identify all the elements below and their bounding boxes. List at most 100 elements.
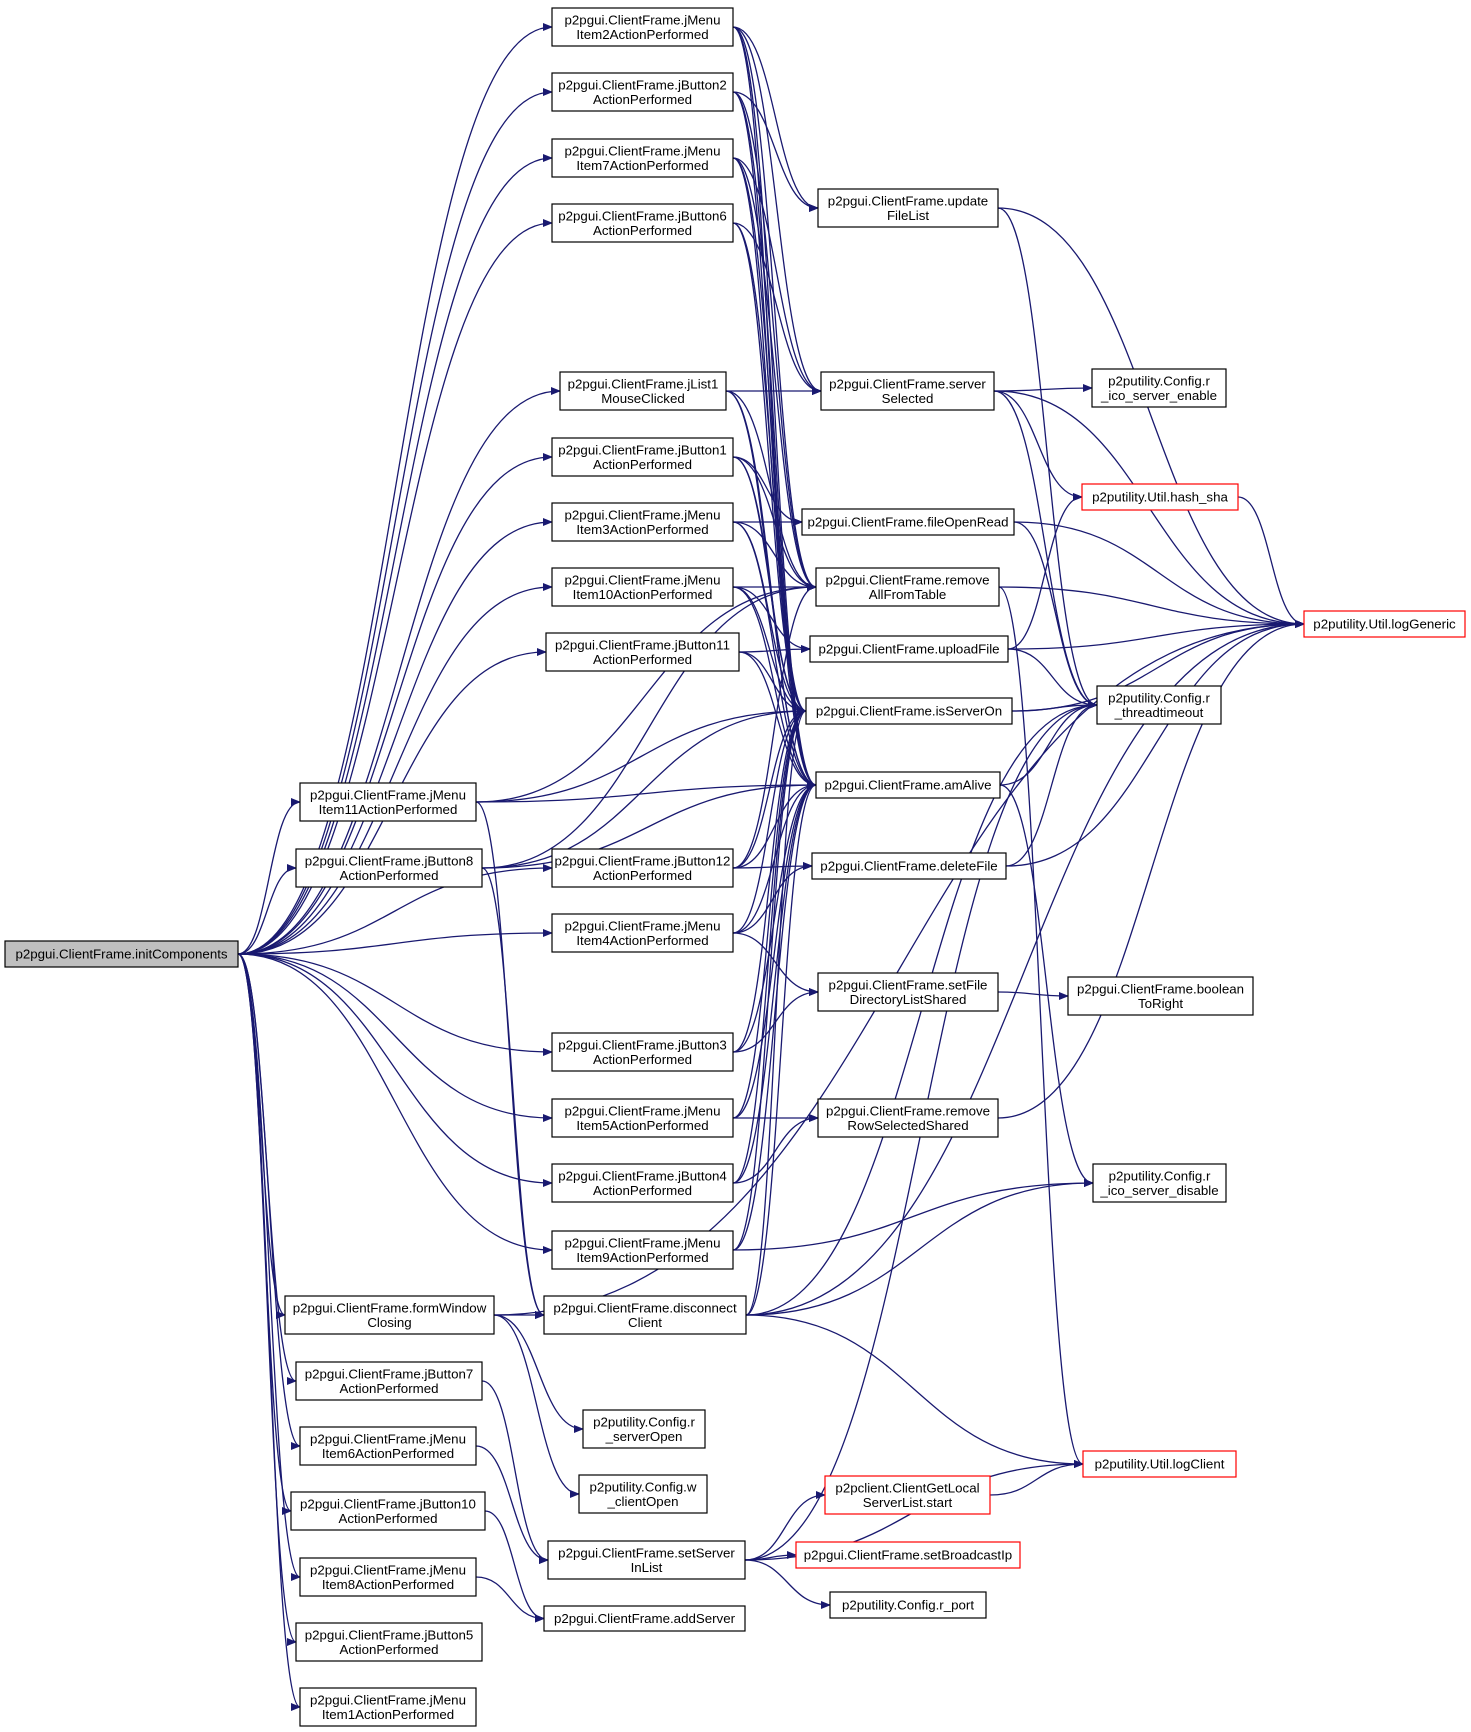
edge-b7-to-ssil (481, 1380, 549, 1564)
node-df[interactable]: p2pgui.ClientFrame.deleteFile (811, 852, 1007, 880)
edge-dc-to-aa (745, 781, 817, 1316)
node-b11[interactable]: p2pgui.ClientFrame.jButton11ActionPerfor… (545, 632, 740, 672)
node-uf[interactable]: p2pgui.ClientFrame.uploadFile (809, 635, 1009, 663)
node-rrs[interactable]: p2pgui.ClientFrame.removeRowSelectedShar… (817, 1098, 999, 1138)
node-mi10[interactable]: p2pgui.ClientFrame.jMenuItem10ActionPerf… (551, 567, 734, 607)
node-mi8[interactable]: p2pgui.ClientFrame.jMenuItem8ActionPerfo… (299, 1557, 477, 1597)
node-b12[interactable]: p2pgui.ClientFrame.jButton12ActionPerfor… (551, 848, 734, 888)
node-b8[interactable]: p2pgui.ClientFrame.jButton8ActionPerform… (295, 848, 483, 888)
edge-root-to-b2 (237, 88, 553, 955)
node-sfdl[interactable]: p2pgui.ClientFrame.setFileDirectoryListS… (817, 972, 999, 1012)
node-mi11[interactable]: p2pgui.ClientFrame.jMenuItem11ActionPerf… (299, 782, 477, 822)
edge-for-to-lgen (1013, 521, 1305, 628)
node-b7[interactable]: p2pgui.ClientFrame.jButton7ActionPerform… (295, 1361, 483, 1401)
node-box (817, 972, 999, 1012)
node-mi2[interactable]: p2pgui.ClientFrame.jMenuItem2ActionPerfo… (551, 7, 734, 47)
node-iso[interactable]: p2pgui.ClientFrame.isServerOn (805, 697, 1013, 725)
node-label: p2pgui.ClientFrame.jButton2 (558, 77, 727, 92)
node-box (1096, 685, 1222, 725)
node-sopen[interactable]: p2putility.Config.r_serverOpen (582, 1409, 706, 1449)
node-aa[interactable]: p2pgui.ClientFrame.amAlive (815, 771, 1001, 799)
node-sbip[interactable]: p2pgui.ClientFrame.setBroadcastIp (795, 1541, 1021, 1569)
node-box (829, 1591, 987, 1619)
edge-mi11-to-aa (475, 781, 817, 803)
edge-df-to-rtt (1005, 701, 1098, 867)
edge-aa-to-rtt (999, 701, 1098, 786)
node-b2[interactable]: p2pgui.ClientFrame.jButton2ActionPerform… (551, 72, 734, 112)
node-mi4[interactable]: p2pgui.ClientFrame.jMenuItem4ActionPerfo… (551, 913, 734, 953)
node-box (1091, 368, 1227, 408)
edge-mi4-to-iso (732, 707, 807, 934)
edge-b11-to-iso (738, 651, 807, 715)
edge-b4-to-iso (732, 707, 807, 1184)
edge-ssil-to-rport (744, 1559, 831, 1609)
node-box (295, 1361, 483, 1401)
node-label: p2pgui.ClientFrame.jMenu (565, 1103, 721, 1118)
node-risd[interactable]: p2putility.Config.r_ico_server_disable (1092, 1163, 1227, 1203)
node-label: p2pgui.ClientFrame.jButton1 (558, 442, 727, 457)
edge-raft-to-lcl (998, 586, 1084, 1468)
node-box (824, 1475, 991, 1515)
edge-root-to-jl1 (237, 387, 561, 955)
edge-uf-to-hsha (1007, 493, 1083, 650)
node-rport[interactable]: p2putility.Config.r_port (829, 1591, 987, 1619)
node-root[interactable]: p2pgui.ClientFrame.initComponents (4, 940, 239, 968)
node-mi3[interactable]: p2pgui.ClientFrame.jMenuItem3ActionPerfo… (551, 502, 734, 542)
edge-aa-to-risd (999, 784, 1094, 1187)
node-lcl[interactable]: p2putility.Util.logClient (1082, 1450, 1237, 1478)
node-box (543, 1295, 747, 1335)
node-box (551, 203, 734, 243)
node-label: p2pgui.ClientFrame.update (828, 193, 988, 208)
edge-mi3-to-aa (732, 521, 817, 789)
node-b3[interactable]: p2pgui.ClientFrame.jButton3ActionPerform… (551, 1032, 734, 1072)
node-mi5[interactable]: p2pgui.ClientFrame.jMenuItem5ActionPerfo… (551, 1098, 734, 1138)
node-label: InList (631, 1560, 663, 1575)
node-lgen[interactable]: p2putility.Util.logGeneric (1303, 610, 1466, 638)
node-hsha[interactable]: p2putility.Util.hash_sha (1081, 483, 1239, 511)
edge-root-to-b6 (237, 219, 553, 955)
edge-mi9-to-aa (732, 781, 817, 1251)
edge-b6-to-ss (732, 222, 822, 395)
node-b4[interactable]: p2pgui.ClientFrame.jButton4ActionPerform… (551, 1163, 734, 1203)
node-box (545, 632, 740, 672)
node-rtt[interactable]: p2putility.Config.r_threadtimeout (1096, 685, 1222, 725)
node-mi1[interactable]: p2pgui.ClientFrame.jMenuItem1ActionPerfo… (299, 1687, 477, 1727)
node-mi7[interactable]: p2pgui.ClientFrame.jMenuItem7ActionPerfo… (551, 138, 734, 178)
node-box (815, 771, 1001, 799)
node-rise[interactable]: p2putility.Config.r_ico_server_enable (1091, 368, 1227, 408)
node-label: p2pgui.ClientFrame.jButton11 (555, 637, 730, 652)
node-b6[interactable]: p2pgui.ClientFrame.jButton6ActionPerform… (551, 203, 734, 243)
node-b10[interactable]: p2pgui.ClientFrame.jButton10ActionPerfor… (290, 1491, 486, 1531)
node-b5[interactable]: p2pgui.ClientFrame.jButton5ActionPerform… (295, 1622, 483, 1662)
node-label: p2pgui.ClientFrame.jMenu (310, 1431, 466, 1446)
node-label: Item3ActionPerformed (576, 522, 708, 537)
node-mi6[interactable]: p2pgui.ClientFrame.jMenuItem6ActionPerfo… (299, 1426, 477, 1466)
node-label: Item2ActionPerformed (576, 27, 708, 42)
node-label: p2pgui.ClientFrame.initComponents (15, 947, 227, 962)
edge-root-to-b12 (237, 864, 553, 955)
node-copen[interactable]: p2putility.Config.w_clientOpen (578, 1474, 708, 1514)
node-for[interactable]: p2pgui.ClientFrame.fileOpenRead (801, 508, 1015, 536)
node-label: p2putility.Config.r (1108, 690, 1210, 705)
node-label: p2pgui.ClientFrame.setFile (829, 977, 988, 992)
node-label: Item5ActionPerformed (576, 1118, 708, 1133)
node-label: p2pgui.ClientFrame.jMenu (565, 918, 721, 933)
node-label: ActionPerformed (593, 868, 692, 883)
node-adds[interactable]: p2pgui.ClientFrame.addServer (543, 1605, 746, 1632)
edge-mi8-to-adds (475, 1576, 545, 1623)
edge-root-to-b1 (237, 453, 553, 955)
edge-ufl-to-rtt (997, 207, 1098, 709)
node-box (551, 7, 734, 47)
edge-b8-to-aa (481, 781, 817, 869)
node-mi9[interactable]: p2pgui.ClientFrame.jMenuItem9ActionPerfo… (551, 1230, 734, 1270)
node-b1[interactable]: p2pgui.ClientFrame.jButton1ActionPerform… (551, 437, 734, 477)
